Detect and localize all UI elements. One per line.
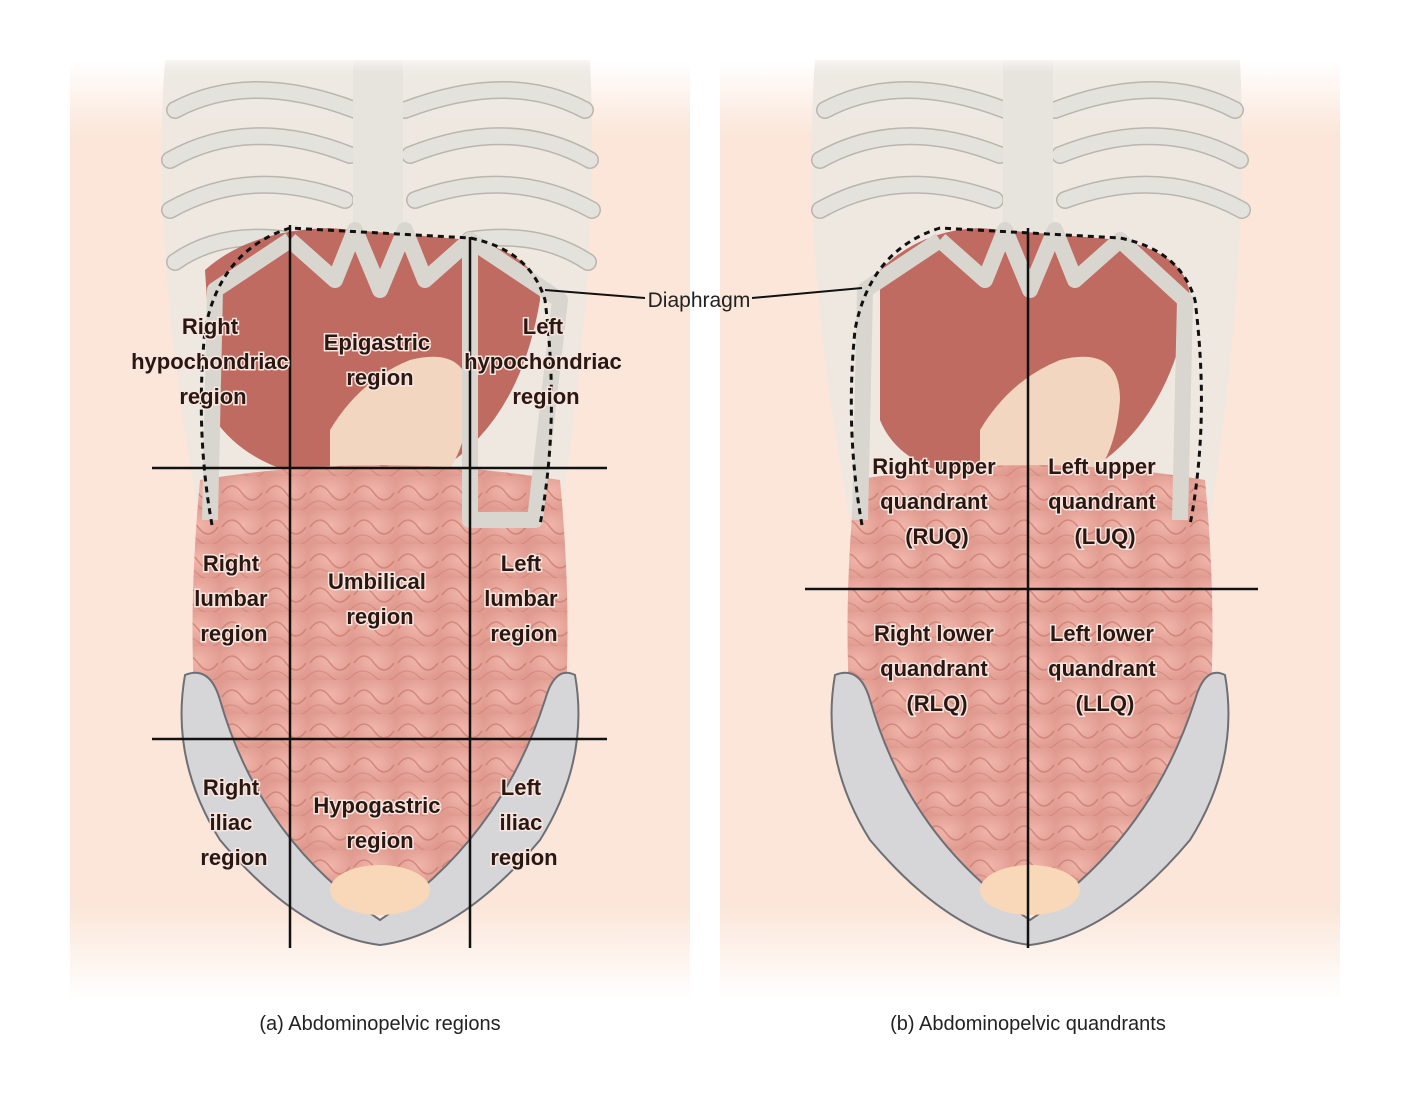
- rlq-label: Right lower quandrant (RLQ): [874, 621, 1000, 716]
- panel-b-caption: (b) Abdominopelvic quandrants: [890, 1013, 1166, 1035]
- intestines: [847, 465, 1213, 910]
- costal-cartilage: [934, 222, 1193, 521]
- llq-label: Left lower quandrant (LLQ): [1048, 621, 1162, 716]
- region-labels: Right hypochondriac region Epigastric re…: [130, 313, 628, 872]
- pelvis: [180, 671, 580, 947]
- costal-cartilage: [284, 222, 568, 528]
- callout-leader-right: [751, 287, 863, 299]
- quadrant-labels: Right upper quandrant (RUQ) Left upper q…: [871, 453, 1162, 718]
- panel-a-caption: (a) Abdominopelvic regions: [259, 1013, 500, 1035]
- diaphragm-callout: Diaphragm: [544, 287, 863, 312]
- bladder: [980, 865, 1080, 915]
- region-grid: [152, 225, 607, 948]
- luq-label: Left upper quandrant (LUQ): [1048, 454, 1162, 549]
- right-iliac-label: Right iliac region: [200, 775, 267, 870]
- right-hypochondriac-label: Right hypochondriac region: [131, 314, 295, 409]
- right-lumbar-label: Right lumbar region: [194, 551, 273, 646]
- epigastric-label: Epigastric region: [324, 330, 437, 390]
- umbilical-label: Umbilical region: [328, 569, 432, 629]
- left-hypochondriac-label: Left hypochondriac region: [464, 314, 628, 409]
- diaphragm-outline: [849, 226, 1203, 526]
- intestines: [192, 465, 568, 910]
- callout-leader-left: [544, 289, 646, 299]
- bladder: [330, 865, 430, 915]
- diaphragm-callout-label: Diaphragm: [648, 289, 751, 312]
- left-lumbar-label: Left lumbar region: [484, 551, 563, 646]
- ruq-label: Right upper quandrant (RUQ): [872, 454, 1002, 549]
- quadrant-grid: [805, 228, 1258, 948]
- hypogastric-label: Hypogastric region: [313, 793, 446, 853]
- panel-abdominopelvic-quadrants: Right upper quandrant (RUQ) Left upper q…: [710, 55, 1350, 1035]
- panel-abdominopelvic-regions: Right hypochondriac region Epigastric re…: [60, 55, 700, 1035]
- pelvis: [830, 671, 1230, 947]
- left-iliac-label: Left iliac region: [490, 775, 557, 870]
